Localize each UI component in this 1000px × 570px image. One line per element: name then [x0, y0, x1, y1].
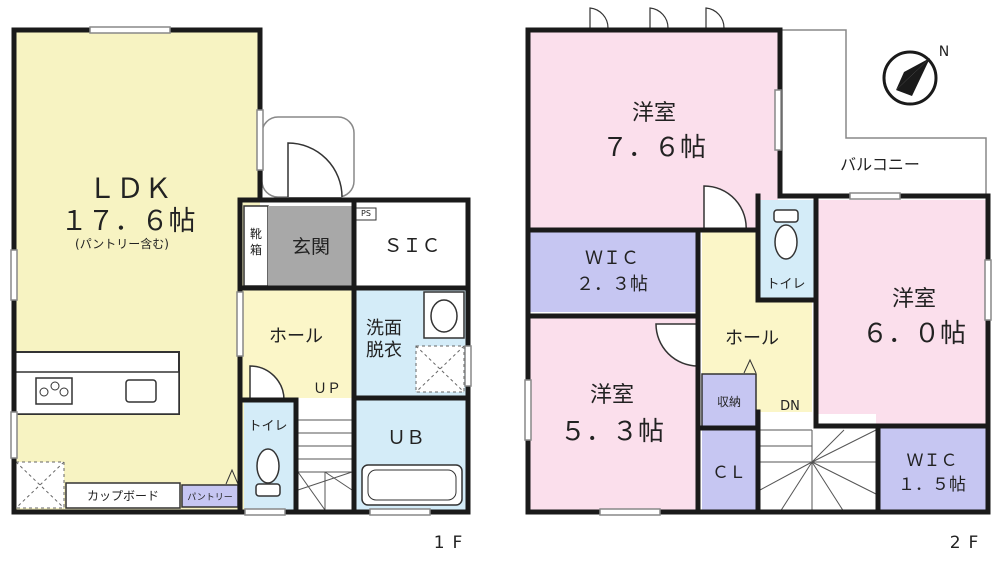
stove-icon: [35, 377, 73, 405]
room-7-6-name: 洋室: [632, 101, 676, 126]
balcony-label: バルコニー: [840, 155, 920, 174]
walls-2f: [525, 27, 991, 515]
up-label: ＵＰ: [313, 381, 341, 397]
dn-label: DN: [780, 399, 800, 414]
compass-north: N: [939, 44, 949, 60]
sink-icon: [125, 379, 157, 403]
floor-1: カップボード パントリー ＬＤＫ １７．６帖 (パントリー含む) 靴箱 玄関 P…: [10, 26, 472, 553]
windows-1f: [10, 26, 472, 516]
wic-1-5-size: １．５帖: [898, 475, 966, 495]
stairs-1f: [297, 402, 353, 511]
hall-1f-label: ホール: [269, 326, 323, 347]
toilet-1f-bowl-icon: [255, 448, 281, 497]
cupboard: [65, 482, 181, 509]
toilet-2f-bowl-icon: [773, 209, 799, 260]
senmen-label: 洗面脱衣: [366, 318, 402, 361]
cupboard-label: カップボード: [87, 489, 159, 503]
windows-2f: [524, 89, 992, 516]
ldk-room: [14, 30, 260, 510]
room-6-0: [816, 200, 986, 426]
genkan-label: 玄関: [292, 236, 330, 258]
senmen-label-2: 脱衣: [366, 340, 402, 361]
hall-2f-label: ホール: [725, 328, 779, 349]
balcony-door-swings: [589, 7, 725, 29]
senmen-label-1: 洗面: [366, 318, 402, 339]
cl-closet: [702, 430, 756, 512]
shoebox-label-1: 靴: [250, 227, 262, 241]
toilet-1f-door-swing: [249, 365, 285, 401]
hall-2f-door-swing: [703, 185, 747, 233]
room-5-3-size: ５．３帖: [560, 417, 664, 447]
cl-label: ＣＬ: [712, 463, 746, 483]
ldk-note: (パントリー含む): [75, 236, 169, 251]
wic-2-3: [530, 232, 696, 312]
room-5-3-door-swing: [655, 323, 699, 367]
entrance-door-swing: [287, 142, 343, 198]
room-6-0-name: 洋室: [892, 287, 936, 312]
toilet-2f-label: トイレ: [766, 277, 805, 292]
room-7-6-size: ７．６帖: [602, 133, 706, 163]
fridge-space: [15, 461, 65, 509]
ub-label: ＵＢ: [387, 427, 425, 449]
compass-icon: N: [882, 44, 949, 106]
sic-room: [354, 206, 466, 286]
pantry-label: パントリー: [187, 492, 232, 503]
shoebox-label: 靴箱: [250, 227, 262, 257]
shoebox: [243, 205, 269, 287]
wic-2-3-name: ＷＩＣ: [585, 248, 639, 269]
room-7-6: [528, 30, 778, 228]
room-6-0-size: ６．０帖: [862, 319, 966, 349]
shoebox-label-2: 箱: [250, 242, 262, 257]
genkan-room: [268, 206, 354, 286]
washbasin-icon: [423, 291, 465, 339]
room-5-3-name: 洋室: [590, 383, 634, 408]
ldk-size: １７．６帖: [61, 206, 196, 237]
wic-1-5-name: ＷＩＣ: [907, 451, 958, 471]
pantry-door-mark: [225, 468, 239, 485]
floor-1-label: 1F: [434, 533, 471, 553]
wic-2-3-size: ２．３帖: [576, 274, 648, 295]
sic-label: ＳＩＣ: [383, 235, 440, 257]
wic-1-5: [878, 428, 986, 512]
floor-2: バルコニー 洋室 ７．６帖 ＷＩＣ ２．３帖 洋室 ５．３帖 ホール トイレ: [524, 7, 992, 553]
washing-machine-space: [415, 345, 465, 393]
ldk-name: ＬＤＫ: [88, 172, 172, 205]
toilet-1f-label: トイレ: [248, 419, 287, 434]
ps-label: PS: [361, 209, 371, 218]
storage-2f: [701, 373, 757, 429]
storage-door-mark: [743, 358, 757, 374]
bathtub-inner: [367, 469, 457, 501]
storage-label: 収納: [717, 395, 741, 409]
floor-2-label: 2F: [950, 533, 987, 553]
stairs-2f: [759, 414, 877, 513]
